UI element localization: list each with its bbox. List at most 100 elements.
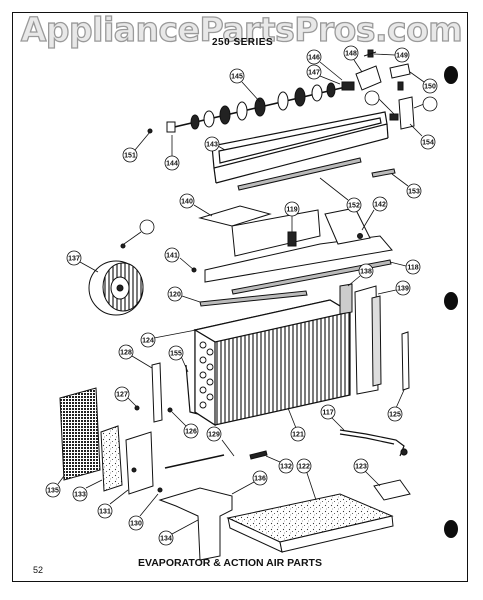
callout-152: 155 bbox=[168, 345, 189, 373]
callout-147: 150 bbox=[409, 71, 438, 94]
svg-text:126: 126 bbox=[185, 429, 197, 436]
callout-134: 137 bbox=[66, 250, 99, 273]
air-duct-frame bbox=[211, 111, 389, 184]
callout-132: 135 bbox=[45, 475, 65, 498]
callout-123: 126 bbox=[171, 411, 199, 439]
svg-text:153: 153 bbox=[408, 189, 420, 196]
svg-text:141: 141 bbox=[166, 253, 178, 260]
svg-text:149: 149 bbox=[396, 53, 408, 60]
callout-140: 143 bbox=[204, 136, 226, 152]
callout-127: 130 bbox=[128, 493, 159, 531]
svg-text:132: 132 bbox=[280, 464, 292, 471]
svg-text:150: 150 bbox=[424, 84, 436, 91]
svg-text:137: 137 bbox=[68, 256, 80, 263]
callout-115: 118 bbox=[389, 259, 421, 275]
callout-154 bbox=[364, 90, 395, 115]
callout-142: 145 bbox=[229, 68, 261, 103]
svg-text:133: 133 bbox=[74, 492, 86, 499]
svg-text:118: 118 bbox=[407, 265, 418, 272]
svg-text:136: 136 bbox=[254, 476, 266, 483]
svg-text:152: 152 bbox=[348, 203, 360, 210]
rail-strips bbox=[199, 157, 396, 307]
callout-151: 154 bbox=[409, 123, 436, 150]
callout-145: 148 bbox=[343, 45, 363, 73]
side-panels bbox=[151, 283, 410, 423]
callout-119: 122 bbox=[296, 458, 317, 501]
svg-text:138: 138 bbox=[360, 269, 372, 276]
svg-text:127: 127 bbox=[116, 392, 128, 399]
svg-text:151: 151 bbox=[124, 153, 136, 160]
callout-137: 140 bbox=[179, 193, 213, 217]
svg-text:124: 124 bbox=[142, 338, 154, 345]
scroll-mounting-panel bbox=[120, 205, 393, 283]
upper-right-hardware bbox=[341, 49, 415, 130]
svg-text:120: 120 bbox=[169, 292, 181, 299]
svg-text:140: 140 bbox=[181, 199, 193, 206]
callout-133: 136 bbox=[231, 470, 268, 495]
callout-116: 119 bbox=[284, 201, 300, 232]
part-callouts: 143 144 145 146 147 148 149 150 151 152 … bbox=[45, 45, 438, 546]
svg-text:147: 147 bbox=[308, 70, 320, 77]
svg-text:154: 154 bbox=[422, 140, 434, 147]
callout-124: 127 bbox=[114, 386, 137, 407]
callout-117: 120 bbox=[167, 286, 201, 303]
svg-text:125: 125 bbox=[389, 412, 401, 419]
callout-125: 128 bbox=[118, 344, 153, 369]
binder-hole-top bbox=[444, 66, 458, 84]
svg-text:134: 134 bbox=[160, 536, 172, 543]
callout-135: 138 bbox=[347, 263, 374, 287]
svg-text:131: 131 bbox=[99, 509, 111, 516]
callout-118: 121 bbox=[287, 407, 306, 442]
callout-130: 133 bbox=[72, 479, 103, 502]
svg-text:135: 135 bbox=[47, 488, 59, 495]
svg-text:122: 122 bbox=[298, 464, 310, 471]
svg-text:139: 139 bbox=[397, 286, 409, 293]
svg-text:117: 117 bbox=[322, 410, 333, 417]
callout-153 bbox=[413, 96, 438, 112]
page-number: 52 bbox=[33, 565, 44, 575]
svg-text:121: 121 bbox=[292, 432, 304, 439]
callout-126: 129 bbox=[206, 426, 235, 457]
callout-149: 152 bbox=[319, 177, 362, 213]
binder-hole-bottom bbox=[444, 520, 458, 538]
svg-text:143: 143 bbox=[206, 142, 218, 149]
callout-122: 125 bbox=[387, 389, 405, 422]
callout-128: 131 bbox=[97, 489, 129, 519]
svg-text:142: 142 bbox=[374, 202, 386, 209]
callout-143: 146 bbox=[306, 49, 343, 81]
diagram-frame bbox=[12, 12, 468, 582]
callout-120: 123 bbox=[353, 458, 381, 487]
svg-text:145: 145 bbox=[231, 74, 243, 81]
svg-text:123: 123 bbox=[355, 464, 367, 471]
svg-text:129: 129 bbox=[208, 432, 220, 439]
callout-136: 139 bbox=[377, 280, 411, 296]
callout-146: 149 bbox=[373, 47, 410, 63]
callout-155 bbox=[123, 219, 155, 245]
svg-text:146: 146 bbox=[308, 55, 320, 62]
svg-text:130: 130 bbox=[130, 521, 142, 528]
binder-hole-middle bbox=[444, 292, 458, 310]
callout-129: 132 bbox=[265, 455, 294, 474]
callout-139: 142 bbox=[361, 196, 388, 231]
callout-138: 141 bbox=[164, 247, 195, 271]
drain-tube bbox=[339, 429, 408, 457]
svg-text:155: 155 bbox=[170, 351, 182, 358]
callout-141: 144 bbox=[164, 135, 180, 171]
lower-parts bbox=[59, 387, 411, 561]
callout-144: 147 bbox=[306, 64, 341, 85]
rotor-shaft-assembly bbox=[147, 82, 351, 134]
callout-150: 153 bbox=[391, 173, 422, 199]
callout-148: 151 bbox=[122, 131, 151, 163]
callout-121: 124 bbox=[140, 329, 197, 348]
series-heading: 250 SERIES bbox=[212, 37, 274, 48]
evaporator-coil bbox=[185, 299, 352, 427]
svg-text:144: 144 bbox=[166, 161, 178, 168]
blower-wheel bbox=[88, 260, 144, 316]
svg-text:119: 119 bbox=[286, 207, 297, 214]
callout-131: 134 bbox=[158, 519, 199, 546]
callout-114: 117 bbox=[320, 404, 345, 431]
svg-text:128: 128 bbox=[120, 350, 132, 357]
svg-text:148: 148 bbox=[345, 51, 357, 58]
